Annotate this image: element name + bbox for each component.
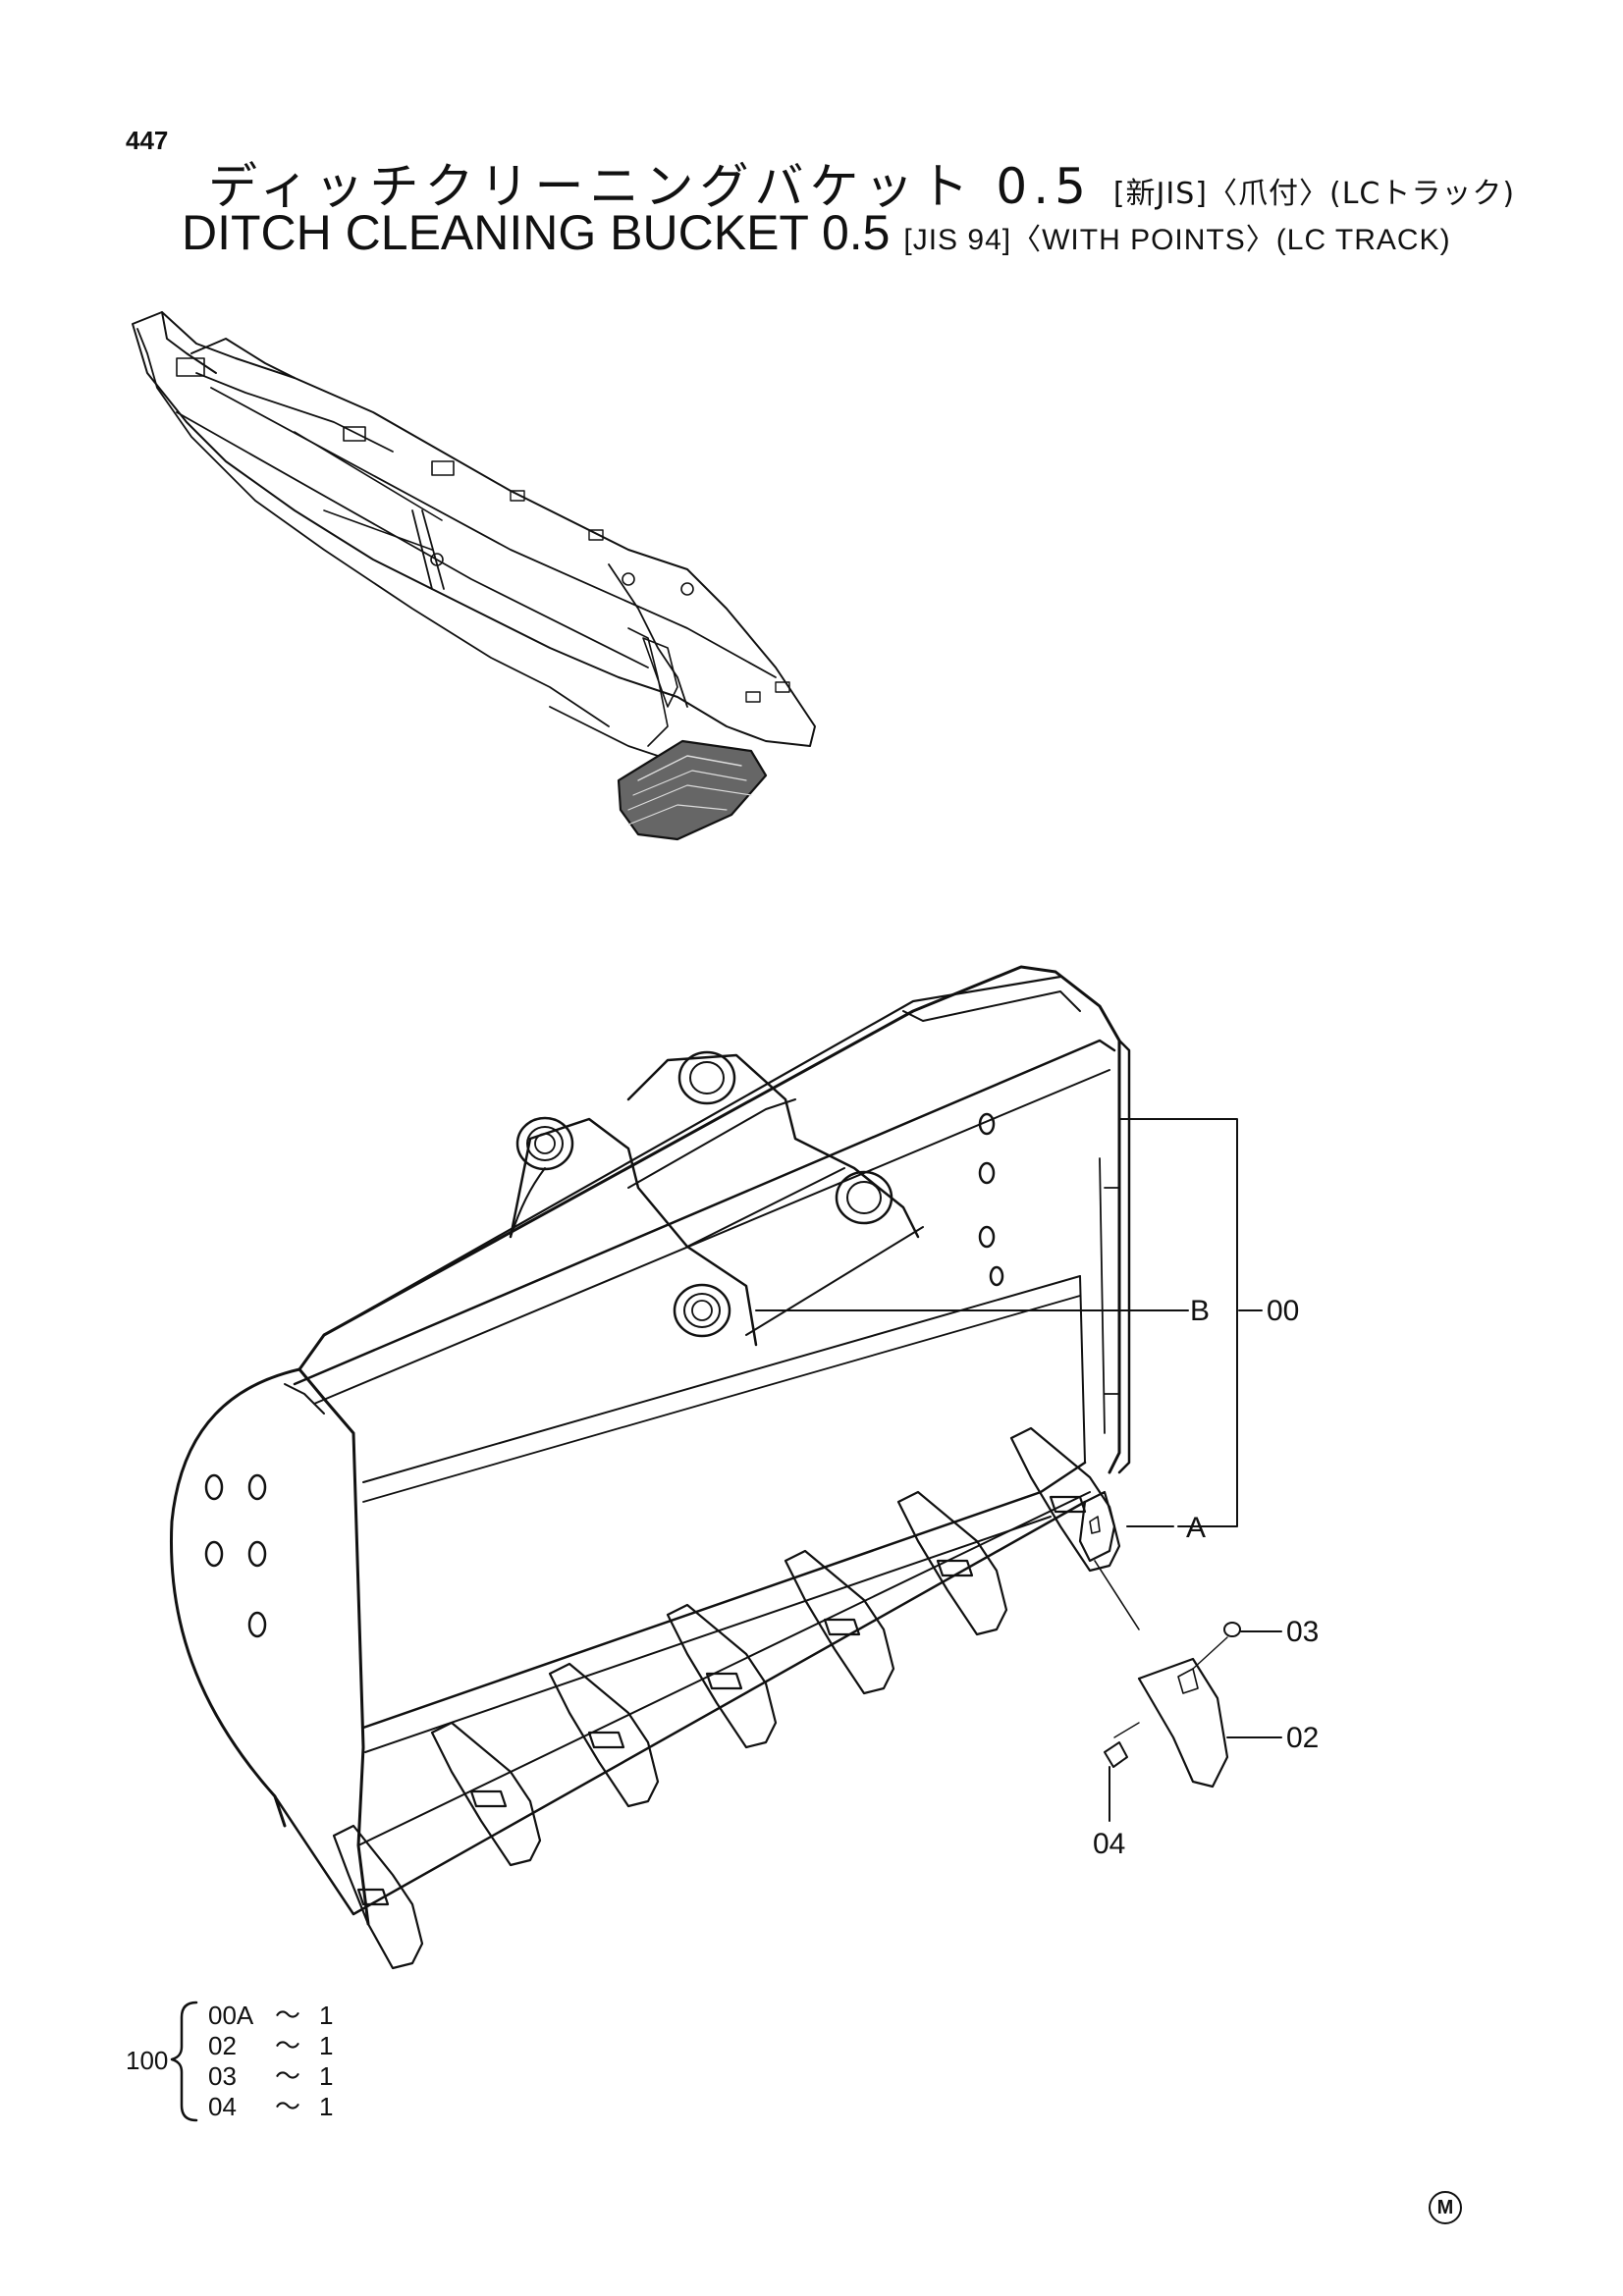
kit-part: 02 xyxy=(208,2031,237,2060)
kit-sep: 〜 xyxy=(275,2061,300,2091)
kit-qty: 1 xyxy=(319,2092,333,2121)
page-number: 447 xyxy=(126,126,169,155)
kit-part: 00A xyxy=(208,2001,254,2030)
kit-bracket xyxy=(170,2001,198,2122)
title-en-spec: [JIS 94]〈WITH POINTS〉(LC TRACK) xyxy=(903,224,1451,256)
title-jp-main: ディッチクリーニングバケット xyxy=(208,158,975,215)
kit-list: 100 00A 〜 1 02 〜 1 03 〜 1 04 〜 1 xyxy=(126,2001,333,2121)
title-jp-size: 0.5 xyxy=(996,158,1092,215)
callout-a: A xyxy=(1186,1512,1206,1544)
m-mark-icon: M xyxy=(1429,2191,1462,2224)
kit-sep: 〜 xyxy=(275,2092,300,2121)
title-en-size: 0.5 xyxy=(821,205,891,260)
title-en-main: DITCH CLEANING BUCKET xyxy=(182,205,809,260)
bucket-drawing xyxy=(169,965,1131,1970)
title-japanese: ディッチクリーニングバケット 0.5 [新JIS]〈爪付〉(LCトラック) xyxy=(208,147,1515,218)
kit-part: 03 xyxy=(208,2061,237,2091)
kit-id: 100 xyxy=(126,2046,168,2075)
kit-qty: 1 xyxy=(319,2031,333,2060)
title-jp-spec: [新JIS]〈爪付〉(LCトラック) xyxy=(1112,177,1516,211)
callout-labels: B 00 A 03 02 04 xyxy=(1093,1295,1319,1860)
callout-00: 00 xyxy=(1267,1295,1299,1327)
pin-boss-upper-left xyxy=(515,1116,574,1171)
title-english: DITCH CLEANING BUCKET 0.5 [JIS 94]〈WITH … xyxy=(182,204,1451,261)
pin-boss-lower-right xyxy=(835,1170,893,1225)
kit-qty: 1 xyxy=(319,2001,333,2030)
arm-locator-view xyxy=(132,311,816,841)
leader-lines xyxy=(755,1118,1282,1822)
pin-boss-upper-right xyxy=(677,1050,736,1105)
exploded-tooth xyxy=(1094,1560,1241,1789)
kit-part: 04 xyxy=(208,2092,237,2121)
pin-boss-lower-left xyxy=(673,1283,731,1338)
kit-sep: 〜 xyxy=(275,2031,300,2060)
kit-qty: 1 xyxy=(319,2061,333,2091)
callout-04: 04 xyxy=(1093,1828,1125,1860)
callout-03: 03 xyxy=(1286,1616,1319,1648)
teeth-row xyxy=(332,1426,1121,1970)
callout-02: 02 xyxy=(1286,1722,1319,1754)
kit-sep: 〜 xyxy=(275,2001,300,2030)
callout-b: B xyxy=(1190,1295,1210,1327)
